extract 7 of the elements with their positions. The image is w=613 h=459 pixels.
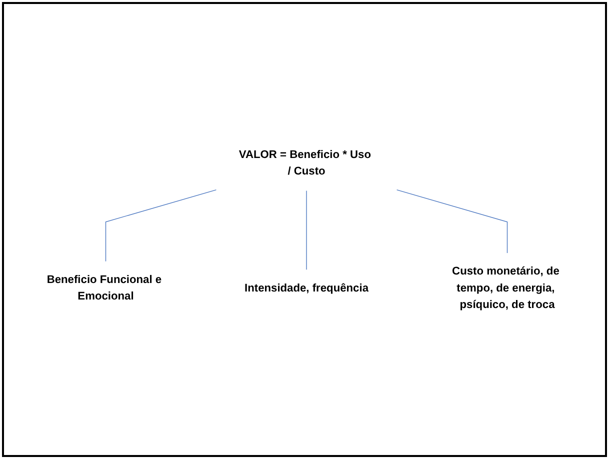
connector (105, 189, 217, 262)
node-text: Custo monetário, de tempo, de energia, psíquico, de troca (452, 265, 560, 310)
node-text: Intensidade, frequência (244, 282, 368, 294)
node-text: Beneficio Funcional e Emocional (46, 274, 162, 302)
connector (396, 189, 508, 254)
node-text: VALOR = Beneficio * Uso / Custo (238, 148, 371, 178)
connector (306, 190, 307, 270)
